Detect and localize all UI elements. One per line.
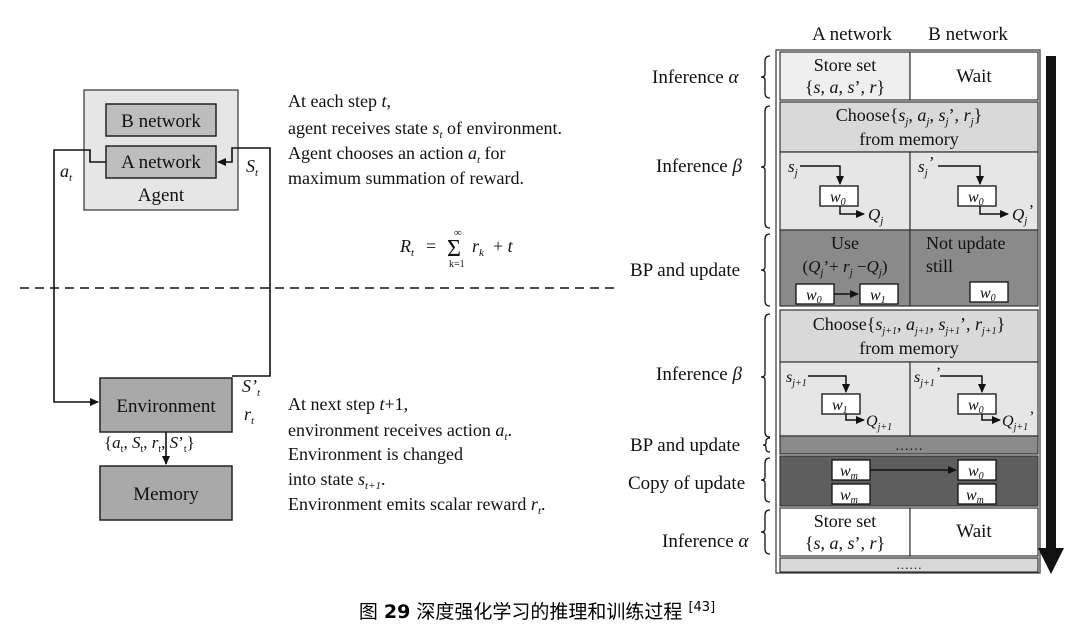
- a-network-label: A network: [121, 152, 201, 173]
- caption: 图 29 深度强化学习的推理和训练过程 [43]: [359, 600, 715, 623]
- label-inference-alpha-1: Inference α: [652, 67, 739, 88]
- svg-text:Wait: Wait: [956, 66, 992, 87]
- row-ellipsis-bottom: ……: [779, 557, 1039, 573]
- b-network-label: B network: [121, 111, 201, 132]
- svg-text:Environment is changed: Environment is changed: [288, 444, 463, 464]
- svg-text:Qj: Qj: [868, 205, 883, 227]
- transition-label: {at, St, rt, S’t}: [104, 433, 195, 455]
- column-headers: A network B network: [812, 24, 1008, 45]
- svg-text:Store set: Store set: [814, 55, 877, 75]
- label-inference-beta-1: Inference β: [656, 156, 742, 177]
- svg-text:{s, a, s’, r}: {s, a, s’, r}: [805, 77, 885, 97]
- svg-text:from memory: from memory: [859, 129, 958, 149]
- svg-text:∞: ∞: [454, 227, 462, 239]
- row-inference-beta-1: sj w0 Qj sj’ w0 Qj’: [779, 151, 1039, 231]
- svg-text:Choose{sj+1, aj+1, sj+1’, rj+1: Choose{sj+1, aj+1, sj+1’, rj+1}: [813, 314, 1005, 337]
- memory-label: Memory: [133, 484, 199, 505]
- svg-text:Store set: Store set: [814, 511, 877, 531]
- svg-text:……: ……: [895, 439, 923, 454]
- memory-block: Memory: [99, 465, 233, 521]
- svg-text:into state st+1.: into state st+1.: [288, 469, 386, 492]
- row-inference-alpha-1: Store set {s, a, s’, r} Wait: [779, 51, 1039, 101]
- col-a-header: A network: [812, 24, 892, 45]
- reward-formula: Rt = Σ ∞ k=1 rk + t: [399, 227, 514, 270]
- environment-block: Environment S’t rt: [99, 376, 261, 433]
- reward-label: rt: [244, 404, 255, 427]
- svg-text:Choose{sj, aj, sj’, rj}: Choose{sj, aj, sj’, rj}: [836, 105, 983, 128]
- row-bp-update-1: Use (Qj’+ rj −Qj) w0 w1 Not update still…: [779, 229, 1039, 307]
- svg-text:rk: rk: [472, 236, 485, 259]
- svg-text:=: =: [426, 236, 436, 256]
- row-choose-j: Choose{sj, aj, sj’, rj} from memory: [779, 101, 1039, 153]
- svg-text:……: ……: [896, 557, 922, 572]
- svg-text:Agent chooses an action at for: Agent chooses an action at for: [288, 143, 506, 166]
- svg-text:At each step t,: At each step t,: [288, 91, 391, 111]
- svg-text:Σ: Σ: [447, 236, 461, 262]
- svg-text:+ t: + t: [493, 236, 514, 256]
- row-inference-beta-2: sj+1 w1 Qj+1 sj+1’ w0 Qj+1’: [779, 361, 1039, 437]
- svg-text:{s, a, s’, r}: {s, a, s’, r}: [805, 533, 885, 553]
- table-frame: [775, 49, 1041, 574]
- transition-arrow: {at, St, rt, S’t}: [104, 432, 195, 465]
- svg-text:(Qj’+ rj −Qj): (Qj’+ rj −Qj): [802, 257, 887, 279]
- svg-text:agent receives state st of env: agent receives state st of environment.: [288, 118, 562, 141]
- svg-text:Use: Use: [831, 233, 859, 253]
- row-inference-alpha-2: Store set {s, a, s’, r} Wait: [779, 507, 1039, 557]
- col-b-header: B network: [928, 24, 1008, 45]
- label-inference-beta-2: Inference β: [656, 364, 742, 385]
- agent-label: Agent: [138, 185, 185, 206]
- agent-block: B network A network Agent: [83, 89, 239, 211]
- action-label: at: [60, 161, 73, 184]
- svg-text:Environment emits scalar rewar: Environment emits scalar reward rt.: [288, 494, 546, 517]
- svg-text:sj: sj: [788, 157, 798, 179]
- svg-text:environment receives action at: environment receives action at.: [288, 420, 512, 443]
- label-inference-alpha-2: Inference α: [662, 531, 749, 552]
- label-bp-update-1: BP and update: [630, 260, 740, 281]
- svg-text:图 29 深度强化学习的推理和训练过程 [43]: 图 29 深度强化学习的推理和训练过程 [43]: [359, 600, 715, 623]
- row-bp-update-2: ……: [779, 435, 1039, 455]
- a-network-box: [105, 145, 217, 179]
- bottom-description: At next step t+1, environment receives a…: [288, 394, 546, 517]
- next-state-label: S’t: [242, 376, 261, 399]
- label-copy-update: Copy of update: [628, 473, 745, 494]
- state-label: St: [246, 156, 259, 179]
- svg-text:from memory: from memory: [859, 338, 958, 358]
- row-labels: Inference α Inference β BP and update In…: [628, 55, 771, 555]
- svg-text:k=1: k=1: [449, 259, 465, 270]
- svg-text:maximum summation of reward.: maximum summation of reward.: [288, 168, 524, 188]
- svg-text:Wait: Wait: [956, 521, 992, 542]
- svg-text:Rt: Rt: [399, 236, 415, 259]
- svg-text:Not update: Not update: [926, 233, 1005, 253]
- svg-text:At next step t+1,: At next step t+1,: [288, 394, 408, 414]
- row-copy-update: wm w0 wm wm: [779, 455, 1039, 507]
- row-choose-j1: Choose{sj+1, aj+1, sj+1’, rj+1} from mem…: [779, 309, 1039, 363]
- label-bp-update-2: BP and update: [630, 435, 740, 456]
- environment-label: Environment: [116, 396, 216, 417]
- top-description: At each step t, agent receives state st …: [288, 91, 562, 188]
- b-network-box: [105, 103, 217, 137]
- svg-text:still: still: [926, 256, 953, 276]
- time-arrow: [1038, 56, 1064, 574]
